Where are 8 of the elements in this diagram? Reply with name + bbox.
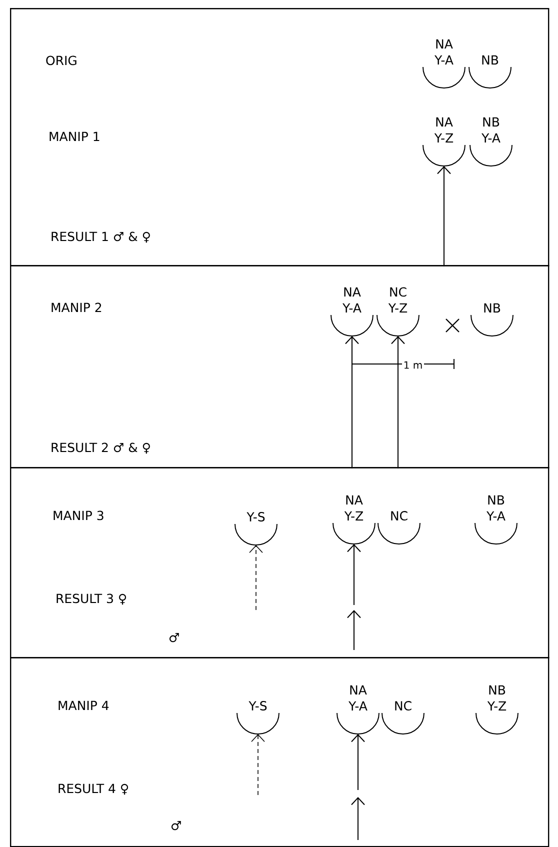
arrow bbox=[347, 544, 361, 606]
arrow bbox=[391, 336, 405, 469]
arrow bbox=[351, 734, 365, 790]
arrow bbox=[345, 336, 359, 469]
dimension-label: 1 m bbox=[404, 361, 422, 369]
arrow bbox=[251, 734, 265, 796]
arrow bbox=[437, 166, 451, 267]
arrow bbox=[249, 545, 263, 610]
